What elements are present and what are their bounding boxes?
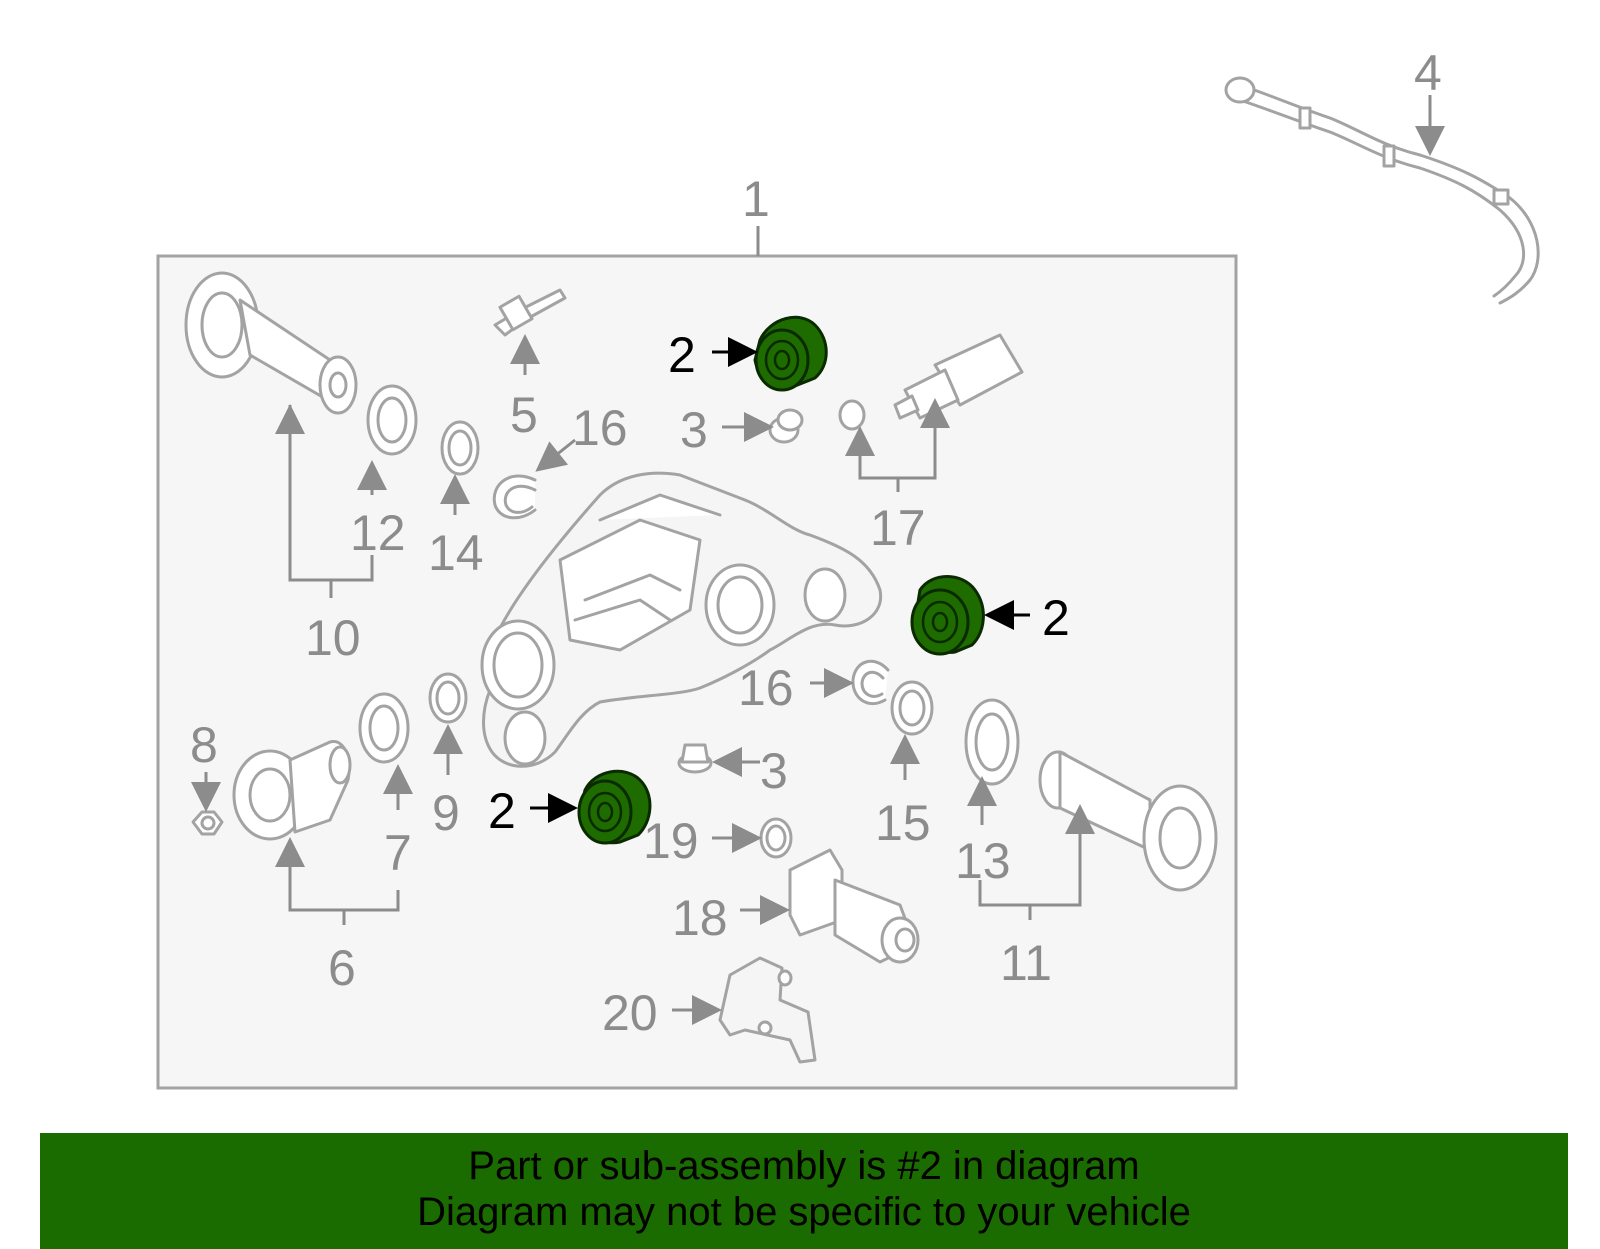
- ring-part-14[interactable]: [440, 420, 480, 476]
- bracket-part-20[interactable]: [718, 956, 817, 1064]
- plug-part-3-upper[interactable]: [768, 408, 804, 444]
- ring-part-15[interactable]: [890, 680, 934, 736]
- callout-14[interactable]: 14: [428, 525, 484, 581]
- callout-4[interactable]: 4: [1414, 45, 1442, 101]
- callout-2-top[interactable]: 2: [668, 327, 696, 383]
- callout-7[interactable]: 7: [384, 825, 412, 881]
- snap-ring-part-16-lower[interactable]: [851, 659, 890, 706]
- callout-8[interactable]: 8: [190, 717, 218, 773]
- callout-16-lower[interactable]: 16: [738, 660, 794, 716]
- callout-3-upper[interactable]: 3: [680, 402, 708, 458]
- output-shaft-part-10[interactable]: [184, 271, 358, 415]
- mount-bushing-part-2-bottom[interactable]: [577, 769, 652, 845]
- callout-11[interactable]: 11: [1000, 935, 1052, 991]
- callout-12[interactable]: 12: [350, 505, 406, 561]
- banner-line-2: Diagram may not be specific to your vehi…: [417, 1190, 1191, 1234]
- callout-20[interactable]: 20: [602, 985, 658, 1041]
- plug-part-3-lower[interactable]: [677, 743, 713, 774]
- mount-bushing-part-2-right[interactable]: [910, 575, 985, 656]
- callout-5[interactable]: 5: [510, 387, 538, 443]
- callout-2-right[interactable]: 2: [1042, 590, 1070, 646]
- o-ring-part-19[interactable]: [759, 817, 793, 859]
- callout-19[interactable]: 19: [643, 813, 699, 869]
- ring-part-9[interactable]: [428, 672, 468, 724]
- vent-hose-part-4[interactable]: [1224, 76, 1540, 305]
- actuator-motor-part-18[interactable]: [788, 848, 920, 964]
- seal-part-13[interactable]: [964, 698, 1020, 786]
- output-shaft-part-11[interactable]: [1038, 750, 1218, 892]
- callout-1[interactable]: 1: [742, 171, 770, 227]
- nut-part-8[interactable]: [191, 810, 224, 836]
- seal-part-12[interactable]: [366, 384, 418, 456]
- callout-10[interactable]: 10: [305, 610, 361, 666]
- callout-18[interactable]: 18: [672, 890, 728, 946]
- sensor-part-5[interactable]: [493, 288, 567, 337]
- flange-part-6[interactable]: [232, 740, 352, 841]
- callout-15[interactable]: 15: [875, 795, 931, 851]
- callout-3-lower[interactable]: 3: [760, 743, 788, 799]
- callout-17[interactable]: 17: [870, 500, 926, 556]
- callout-13[interactable]: 13: [955, 833, 1011, 889]
- info-banner: Part or sub-assembly is #2 in diagram Di…: [40, 1133, 1568, 1249]
- differential-housing: [480, 471, 883, 768]
- mount-bushing-part-2-top[interactable]: [753, 315, 828, 392]
- callout-2-bottom[interactable]: 2: [488, 783, 516, 839]
- snap-ring-part-16-upper[interactable]: [492, 474, 537, 520]
- callout-6[interactable]: 6: [328, 940, 356, 996]
- seal-part-7[interactable]: [358, 692, 410, 764]
- callout-9[interactable]: 9: [432, 785, 460, 841]
- callout-16-upper[interactable]: 16: [572, 400, 628, 456]
- banner-line-1: Part or sub-assembly is #2 in diagram: [468, 1144, 1140, 1188]
